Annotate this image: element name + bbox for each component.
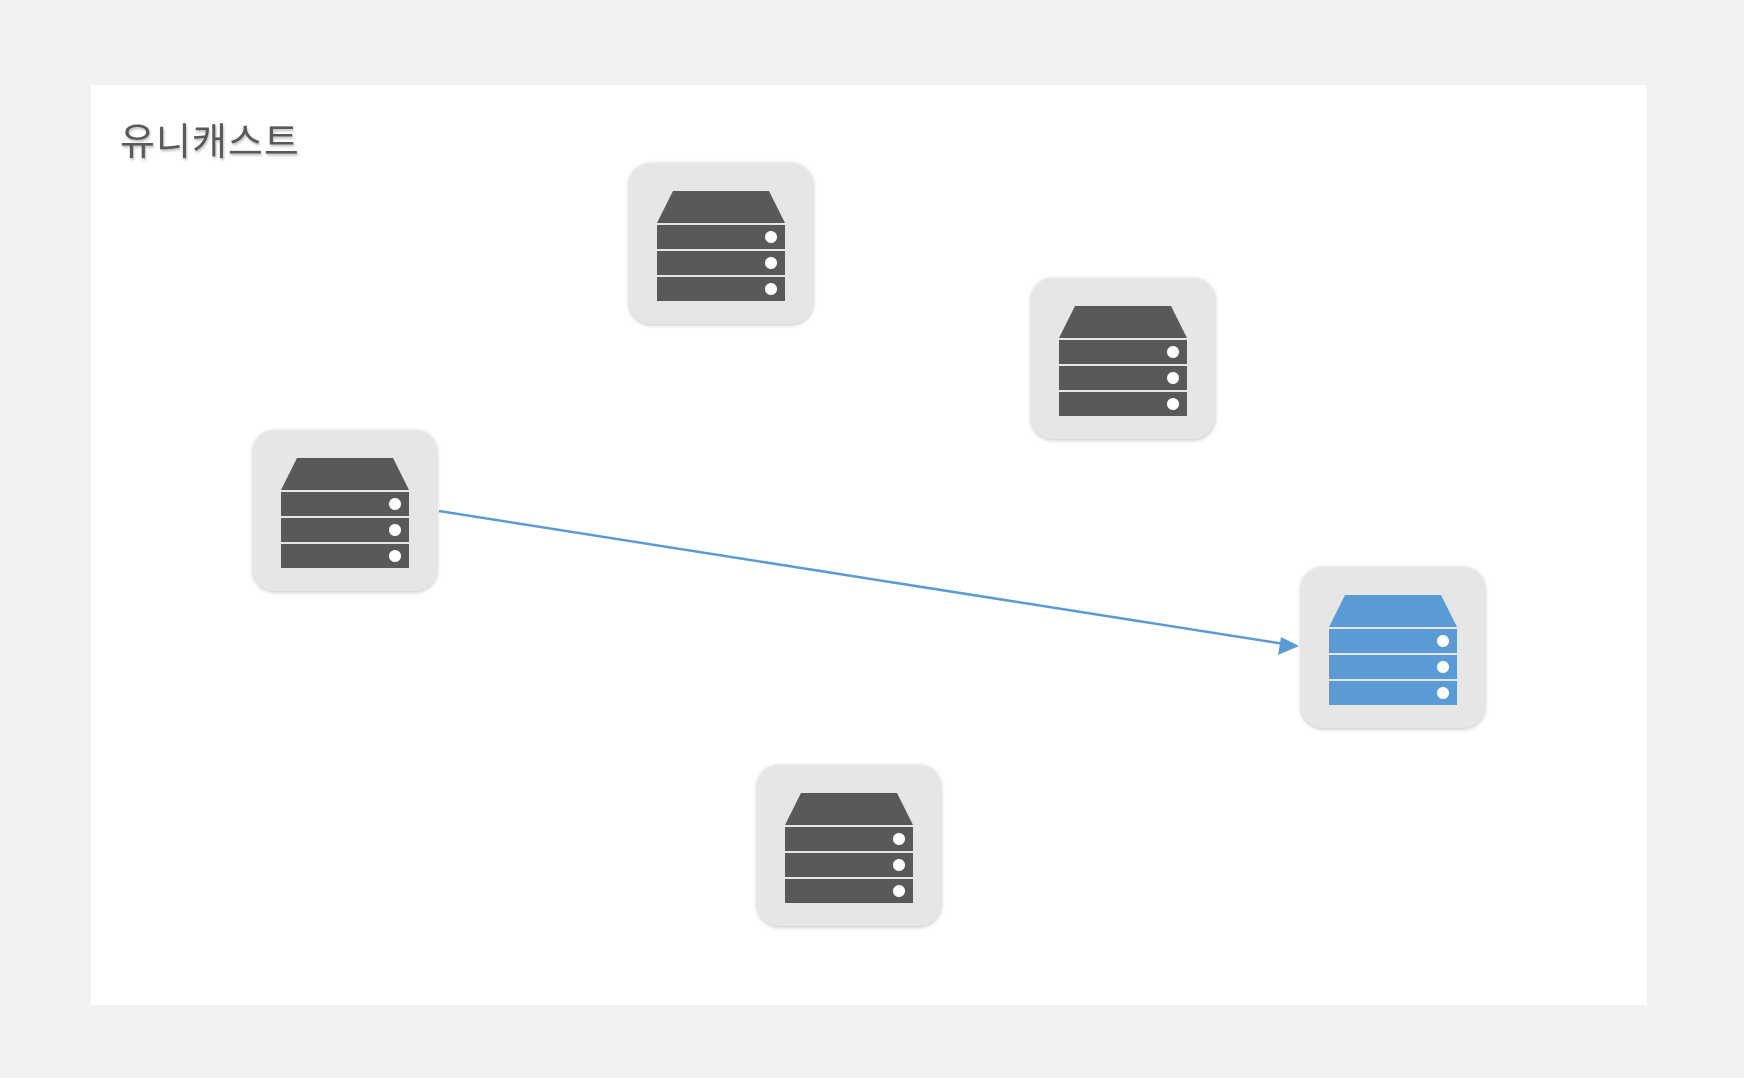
server-led bbox=[765, 257, 777, 269]
server-icon bbox=[1059, 306, 1187, 416]
server-led bbox=[1437, 661, 1449, 673]
server-drive-bay bbox=[1329, 655, 1457, 679]
connection-layer bbox=[438, 509, 1299, 655]
server-icon bbox=[785, 793, 913, 903]
server-drive-bay bbox=[281, 544, 409, 568]
server-drive-bay bbox=[281, 492, 409, 516]
server-led bbox=[765, 283, 777, 295]
server-top bbox=[1329, 595, 1457, 627]
server-drive-bay bbox=[657, 251, 785, 275]
server-top bbox=[785, 793, 913, 825]
server-top bbox=[657, 191, 785, 223]
server-drive-bay bbox=[785, 827, 913, 851]
server-drive-bay bbox=[785, 853, 913, 877]
server-led bbox=[389, 524, 401, 536]
server-top bbox=[281, 458, 409, 490]
server-led bbox=[893, 833, 905, 845]
unicast-connection bbox=[438, 509, 1298, 648]
server-top bbox=[1059, 306, 1187, 338]
server-led bbox=[1437, 687, 1449, 699]
server-icon bbox=[657, 191, 785, 301]
server-drive-bay bbox=[1059, 392, 1187, 416]
server-node-right[interactable] bbox=[1301, 567, 1485, 728]
server-drive-bay bbox=[657, 225, 785, 249]
server-led bbox=[1167, 346, 1179, 358]
server-icon bbox=[281, 458, 409, 568]
server-led bbox=[389, 550, 401, 562]
server-led bbox=[1437, 635, 1449, 647]
server-node-left[interactable] bbox=[253, 430, 437, 591]
server-led bbox=[765, 231, 777, 243]
server-node-bottom[interactable] bbox=[757, 765, 941, 926]
server-node-upper-right[interactable] bbox=[1031, 278, 1215, 439]
server-led bbox=[1167, 372, 1179, 384]
server-led bbox=[389, 498, 401, 510]
diagram-title: 유니캐스트 bbox=[120, 120, 300, 164]
server-led bbox=[893, 859, 905, 871]
server-drive-bay bbox=[1329, 629, 1457, 653]
server-drive-bay bbox=[281, 518, 409, 542]
server-drive-bay bbox=[657, 277, 785, 301]
server-drive-bay bbox=[1059, 366, 1187, 390]
diagram-canvas: 유니캐스트 bbox=[91, 85, 1647, 1005]
arrowhead-icon bbox=[1278, 637, 1299, 655]
server-icon bbox=[1329, 595, 1457, 705]
server-drive-bay bbox=[785, 879, 913, 903]
server-node-top-center[interactable] bbox=[629, 163, 813, 324]
server-drive-bay bbox=[1059, 340, 1187, 364]
server-led bbox=[1167, 398, 1179, 410]
server-drive-bay bbox=[1329, 681, 1457, 705]
server-led bbox=[893, 885, 905, 897]
